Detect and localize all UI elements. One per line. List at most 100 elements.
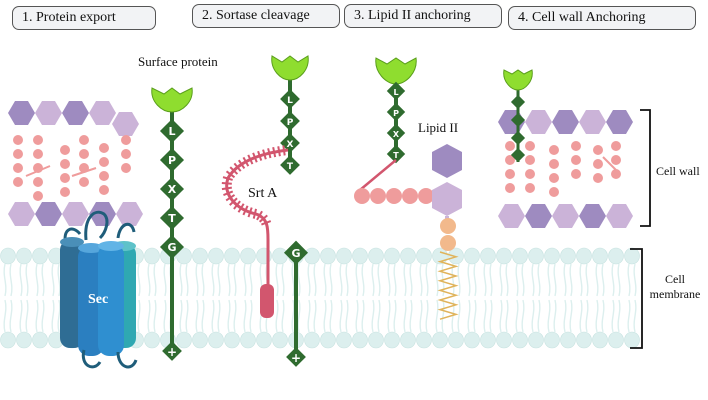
lipid-tail [521, 263, 525, 297]
lipid-tail [489, 263, 493, 297]
lipid-tail [409, 263, 413, 297]
motif-letter: X [168, 183, 177, 196]
lipid-tail [499, 299, 503, 333]
lipid-ii-label: Lipid II [418, 120, 459, 135]
lipid-head [576, 331, 592, 349]
lipid-tail [19, 263, 23, 297]
motif-diamond [159, 205, 185, 231]
motif-letter: T [168, 212, 176, 225]
lipid-tail [227, 263, 231, 297]
lipid-tail [457, 263, 461, 297]
motif-letter: L [393, 88, 398, 97]
lipid-tail [201, 263, 205, 297]
lipid-tail [441, 299, 445, 333]
lipid-head [400, 331, 416, 349]
sortase-a [221, 145, 289, 318]
lipid-tail [3, 299, 7, 333]
lipid-tail [35, 263, 39, 297]
lipid-tail [137, 263, 141, 297]
lipid-head [464, 331, 480, 349]
lipid-tail [419, 263, 423, 297]
coil-tick [262, 149, 267, 160]
lipid-head [208, 331, 224, 349]
coil-tick [257, 150, 263, 161]
lipid-tail [403, 263, 407, 297]
lipid-tail [355, 299, 359, 333]
lipid-tail [585, 263, 589, 297]
lipid-head [368, 331, 384, 349]
lipid-head [176, 331, 192, 349]
lipid-tail [281, 263, 285, 297]
lipid-tail [531, 299, 535, 333]
lipid-tail [393, 299, 397, 333]
motif-letter: L [287, 96, 293, 106]
lipid-tail [371, 299, 375, 333]
lipid-tail [387, 263, 391, 297]
tail-mark-text-2: + [291, 351, 301, 365]
lipid-head [336, 331, 352, 349]
motif-diamond [386, 102, 406, 122]
lipid-tail [233, 263, 237, 297]
lipid-tail [473, 299, 477, 333]
coil-tick [233, 162, 242, 172]
step-3-label: 3. Lipid II anchoring [354, 8, 471, 23]
lipid-tail [473, 263, 477, 297]
lipid-ii [354, 144, 462, 320]
lipid-tail [329, 299, 333, 333]
lipid-tail [617, 299, 621, 333]
lipid-tail [355, 263, 359, 297]
lipid-tail [281, 299, 285, 333]
coil-tick [282, 145, 286, 156]
lipid-head [432, 331, 448, 349]
motif-diamond [386, 144, 406, 164]
coil-tick [222, 176, 233, 181]
lipid-tail [345, 263, 349, 297]
coil-tick [267, 148, 272, 159]
lipid-tail [57, 299, 61, 333]
lipid-tail [195, 299, 199, 333]
lipid-tail [627, 299, 631, 333]
step-4-label: 4. Cell wall Anchoring [518, 10, 646, 25]
lipid-tail [35, 299, 39, 333]
lipid-tail [579, 299, 583, 333]
lipid-tail [403, 299, 407, 333]
lipid-tail [227, 299, 231, 333]
lipid-head [144, 331, 160, 349]
lipid-tail [249, 299, 253, 333]
lipid-head [32, 331, 48, 349]
lipid-tail [345, 299, 349, 333]
lipid-tail [163, 299, 167, 333]
lipid-head [0, 331, 16, 349]
lipid-head [384, 247, 400, 265]
lipid-head [240, 331, 256, 349]
lipid-tail [409, 299, 413, 333]
lipid-head [320, 247, 336, 265]
lipid-tail [595, 299, 599, 333]
cell-wall-left [8, 101, 143, 226]
sec-label: Sec [88, 292, 109, 307]
lipid-tail [553, 299, 557, 333]
lipid-tail [537, 299, 541, 333]
lipid-tail [51, 299, 55, 333]
motif-letter: G [167, 241, 176, 254]
step-1-label: 1. Protein export [22, 10, 116, 25]
motif-diamond [159, 118, 185, 144]
lipid-head [416, 247, 432, 265]
coil-tick [252, 208, 257, 219]
lipid-tail [537, 263, 541, 297]
lipid-tail [595, 263, 599, 297]
motif-letter: T [393, 151, 399, 160]
lipid-tail [611, 263, 615, 297]
lipid-tail [505, 263, 509, 297]
lipid-head [512, 247, 528, 265]
lipid-tail [435, 299, 439, 333]
lipid-tail [585, 299, 589, 333]
lipid-head [480, 247, 496, 265]
coil-tick [261, 220, 272, 226]
lipid-tail [275, 299, 279, 333]
lipid-tail [323, 263, 327, 297]
lipid-tail [435, 263, 439, 297]
lipid-head [416, 331, 432, 349]
coil-tick [237, 203, 245, 213]
